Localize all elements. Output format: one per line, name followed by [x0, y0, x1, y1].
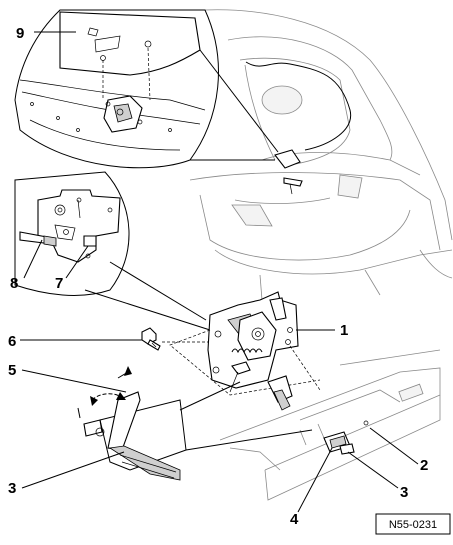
car-rear-body	[189, 9, 453, 301]
callout-9: 9	[16, 25, 24, 42]
leader-circle-left	[109, 261, 207, 321]
detail-circle-left	[14, 171, 130, 296]
lower-cross-member	[219, 349, 441, 501]
callout-3-right: 3	[400, 484, 408, 501]
cable-clip	[267, 375, 293, 411]
callout-1: 1	[340, 322, 348, 339]
lever-detail	[77, 366, 187, 481]
mount-line-b	[289, 345, 321, 391]
detail-circle-top	[14, 9, 219, 169]
callout-8: 8	[10, 275, 18, 292]
callout-6: 6	[8, 333, 16, 350]
callout-5: 5	[8, 362, 16, 379]
figure-reference: N55-0231	[389, 519, 437, 531]
bolt	[141, 327, 161, 351]
callout-3-left: 3	[8, 480, 16, 497]
callout-2: 2	[420, 457, 428, 474]
figure-reference-box: N55-0231	[375, 513, 451, 535]
callout-7: 7	[55, 275, 63, 292]
callout-4: 4	[290, 511, 299, 528]
leader-lever-b	[185, 429, 313, 451]
callout-leaders	[20, 31, 419, 513]
leader-circle-top-2	[199, 49, 279, 153]
leader-lever-a	[179, 381, 241, 411]
leader-circle-left-2	[84, 289, 211, 331]
